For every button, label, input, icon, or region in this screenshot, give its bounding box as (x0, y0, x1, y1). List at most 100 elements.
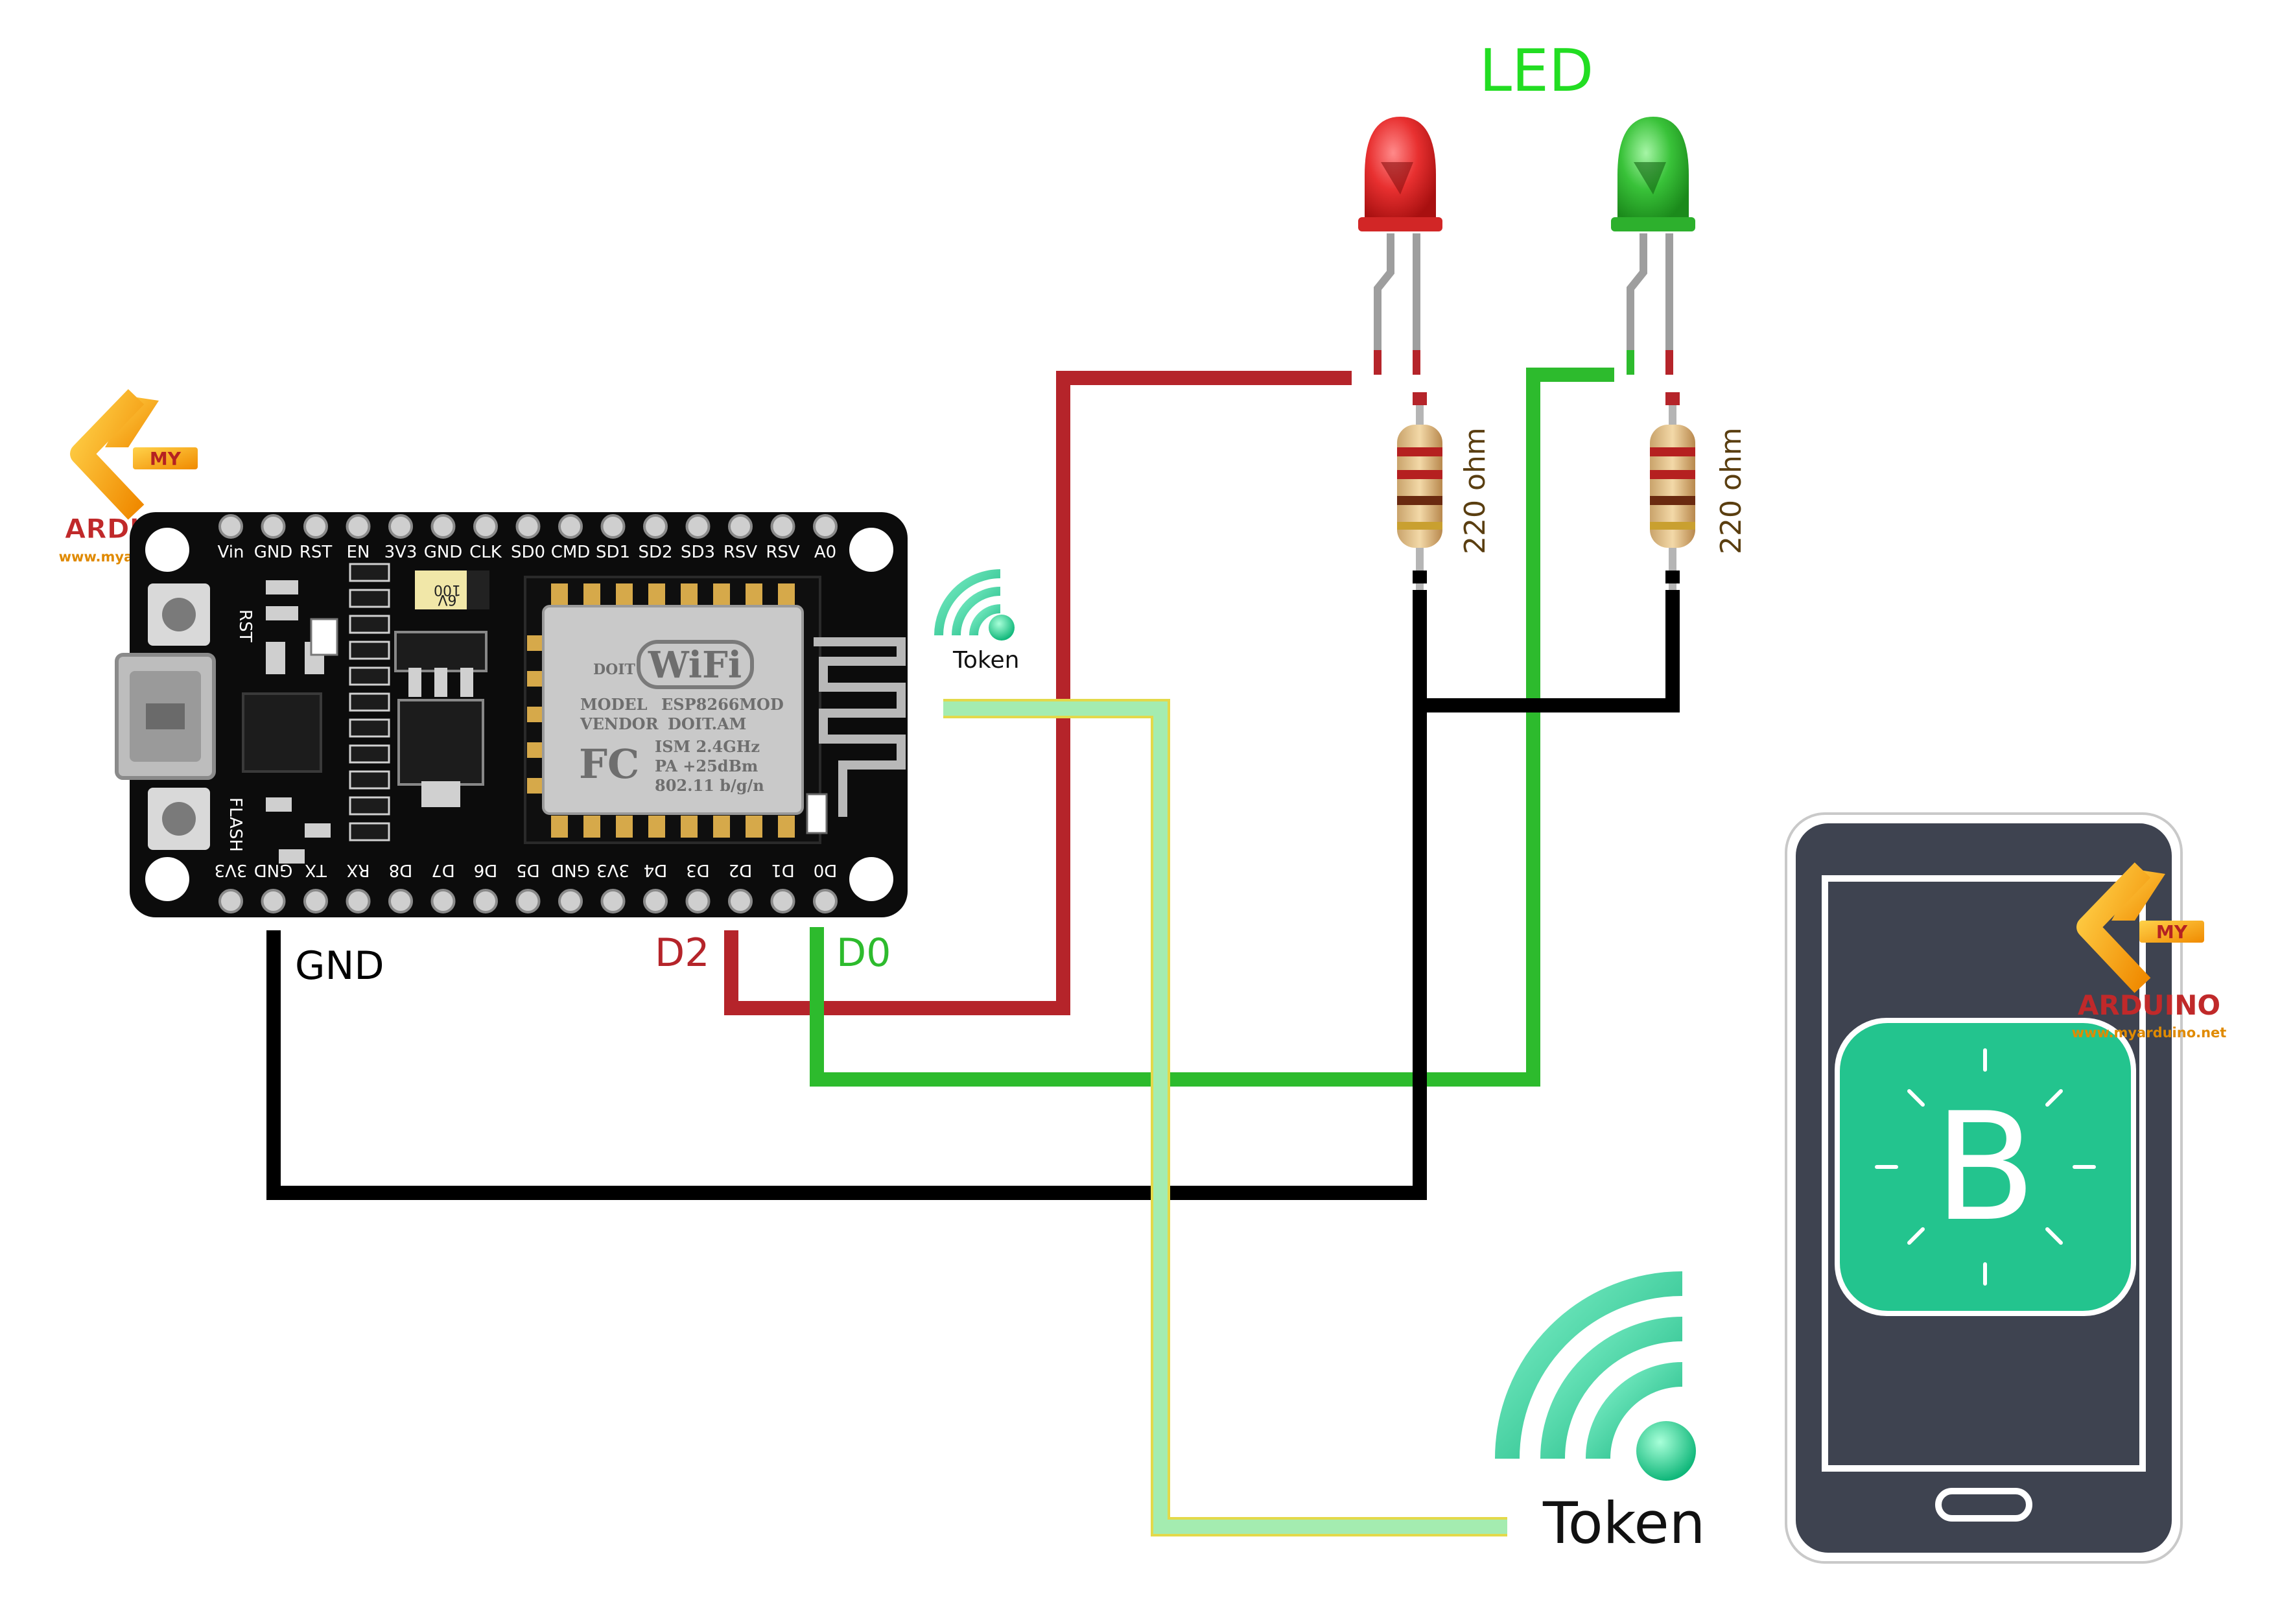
top-pin-label: SD2 (638, 543, 672, 562)
module-wifi-text: WiFi (648, 644, 742, 687)
bottom-pin-9 (600, 889, 626, 913)
top-pin-label: SD3 (681, 543, 715, 562)
module-pa-line: PA +25dBm (655, 757, 758, 775)
top-pin-1 (261, 514, 286, 539)
wifi-large-icon (1495, 1271, 1696, 1481)
module-pad (527, 635, 543, 651)
top-pin-label: 3V3 (384, 543, 417, 562)
bottom-pin-label: D5 (516, 860, 540, 880)
bottom-pin-label: 3V3 (215, 860, 248, 880)
led-red (1358, 117, 1442, 375)
esp8266-module: DOIT WiFi MODEL ESP8266MOD VENDOR DOIT.A… (524, 576, 906, 844)
blynk-letter: B (1934, 1081, 2036, 1254)
led-green (1611, 117, 1695, 375)
module-pad (527, 742, 543, 758)
top-pin-label: CLK (469, 543, 502, 562)
rst-side-label: RST (235, 609, 255, 642)
gnd-wire-label: GND (295, 943, 384, 989)
bottom-pin-0 (218, 889, 243, 913)
resistor-2-label: 220 ohm (1715, 427, 1748, 554)
module-ism-line: ISM 2.4GHz (655, 737, 760, 756)
bottom-pin-label: D8 (389, 860, 413, 880)
module-pad (616, 816, 633, 838)
top-pin-6 (473, 514, 498, 539)
wire-green-d0 (810, 368, 1614, 1087)
myarduino-logo-phone: MY ARDUINO www.myarduino.net (2072, 862, 2226, 1041)
bottom-pin-14 (813, 889, 838, 913)
phone-logo-my-text: MY (2156, 921, 2188, 943)
module-pad (681, 816, 698, 838)
flash-button (148, 788, 210, 850)
bottom-pin-label: RX (347, 860, 370, 880)
module-pad (713, 583, 730, 606)
module-vendor-value: DOIT.AM (668, 714, 746, 733)
antenna-trace (814, 637, 906, 817)
top-pin-label: Vin (218, 543, 244, 562)
bottom-pin-11 (685, 889, 711, 913)
module-pad (681, 583, 698, 606)
module-fc-mark: FC (579, 740, 639, 788)
phone-logo-arduino-text: ARDUINO (2078, 989, 2220, 1021)
resistor-1-label: 220 ohm (1459, 427, 1492, 554)
module-pads (527, 583, 795, 838)
bottom-pin-5 (430, 889, 456, 913)
top-pin-label: RSV (766, 543, 800, 562)
bottom-pin-label: TX (305, 860, 327, 880)
blynk-app-icon: B (1835, 1018, 2136, 1316)
top-pin-8 (558, 514, 583, 539)
top-pin-2 (303, 514, 328, 539)
top-pin-label: RST (300, 543, 333, 562)
top-pin-header (218, 514, 838, 539)
module-pad (648, 583, 665, 606)
bottom-pin-7 (515, 889, 541, 913)
module-pad (583, 583, 600, 606)
top-pin-label: CMD (551, 543, 591, 562)
bottom-pin-label: D7 (431, 860, 455, 880)
top-pin-label: GND (254, 543, 293, 562)
top-pin-13 (770, 514, 795, 539)
smartphone: B MY ARDUINO www.myarduino.net (1785, 812, 2226, 1564)
bottom-pin-12 (728, 889, 753, 913)
module-vendor-label: VENDOR (580, 714, 659, 733)
resistor-array (349, 563, 390, 841)
module-shield (542, 605, 804, 815)
bottom-pin-8 (558, 889, 583, 913)
top-pin-12 (728, 514, 753, 539)
blynk-rays (1875, 1048, 2096, 1286)
bottom-pin-10 (643, 889, 668, 913)
module-pad (778, 583, 795, 606)
cap-text-1: 100 (434, 582, 461, 598)
bottom-pin-label: D1 (771, 860, 795, 880)
top-pin-3 (346, 514, 371, 539)
bottom-pin-label: 3V3 (596, 860, 629, 880)
module-pad (648, 816, 665, 838)
top-pin-label: RSV (723, 543, 758, 562)
cap-text-2: 6V (438, 591, 456, 607)
module-pad (713, 816, 730, 838)
module-pad (527, 707, 543, 722)
bottom-pin-label: GND (551, 860, 590, 880)
module-pad (551, 816, 568, 838)
usb-serial-chip (242, 692, 322, 773)
wire-black-gnd (266, 590, 1680, 1200)
top-pin-label: SD0 (511, 543, 545, 562)
top-pin-11 (685, 514, 711, 539)
token-small-label: Token (952, 647, 1019, 674)
top-pin-label: EN (347, 543, 370, 562)
bottom-pin-label: D6 (474, 860, 498, 880)
module-pad (746, 583, 762, 606)
bottom-pin-3 (346, 889, 371, 913)
module-pad (616, 583, 633, 606)
bottom-pin-4 (388, 889, 413, 913)
top-pin-9 (600, 514, 626, 539)
rst-button (148, 583, 210, 646)
module-pad (527, 778, 543, 794)
module-pad (583, 816, 600, 838)
module-pad (746, 816, 762, 838)
top-pin-4 (388, 514, 413, 539)
top-pin-10 (643, 514, 668, 539)
